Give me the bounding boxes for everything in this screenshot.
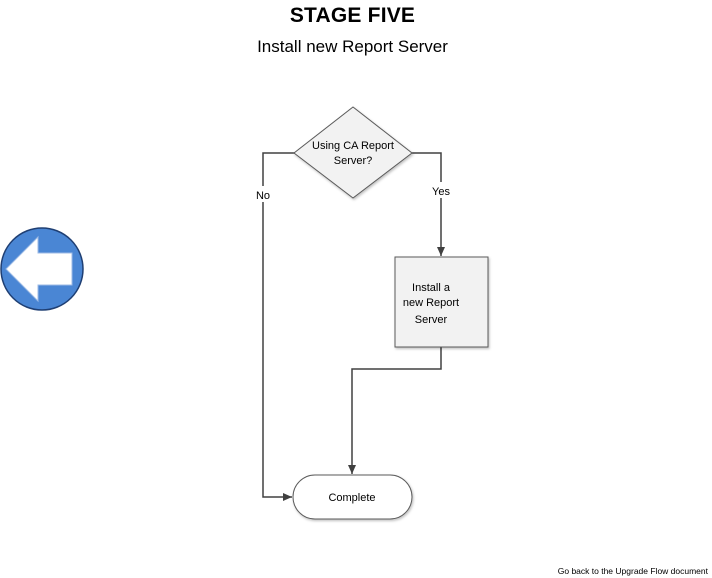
yes-connector: [412, 152, 445, 256]
page-title: STAGE FIVE: [289, 4, 416, 27]
process-text-line-2: new Report: [403, 297, 459, 309]
page-subtitle: Install new Report Server: [257, 37, 448, 56]
upgrade-flow-link[interactable]: Go back to the Upgrade Flow document: [557, 566, 708, 576]
left-arrow-icon: [0, 227, 84, 311]
process-box: [394, 256, 489, 348]
yes-label: Yes: [432, 186, 450, 198]
decision-diamond: [293, 106, 413, 199]
decision-text-line-1: Using CA Report: [312, 140, 394, 152]
process-text-line-3: Server: [415, 314, 448, 326]
terminal-label: Complete: [328, 492, 375, 504]
no-connector: [262, 152, 295, 501]
process-text-line-1: Install a: [412, 282, 451, 294]
process-to-complete-connector: [348, 347, 442, 474]
decision-text-line-2: Server?: [334, 155, 373, 167]
no-label: No: [256, 190, 270, 202]
terminal-shape: [292, 474, 413, 520]
back-button[interactable]: [0, 227, 86, 313]
